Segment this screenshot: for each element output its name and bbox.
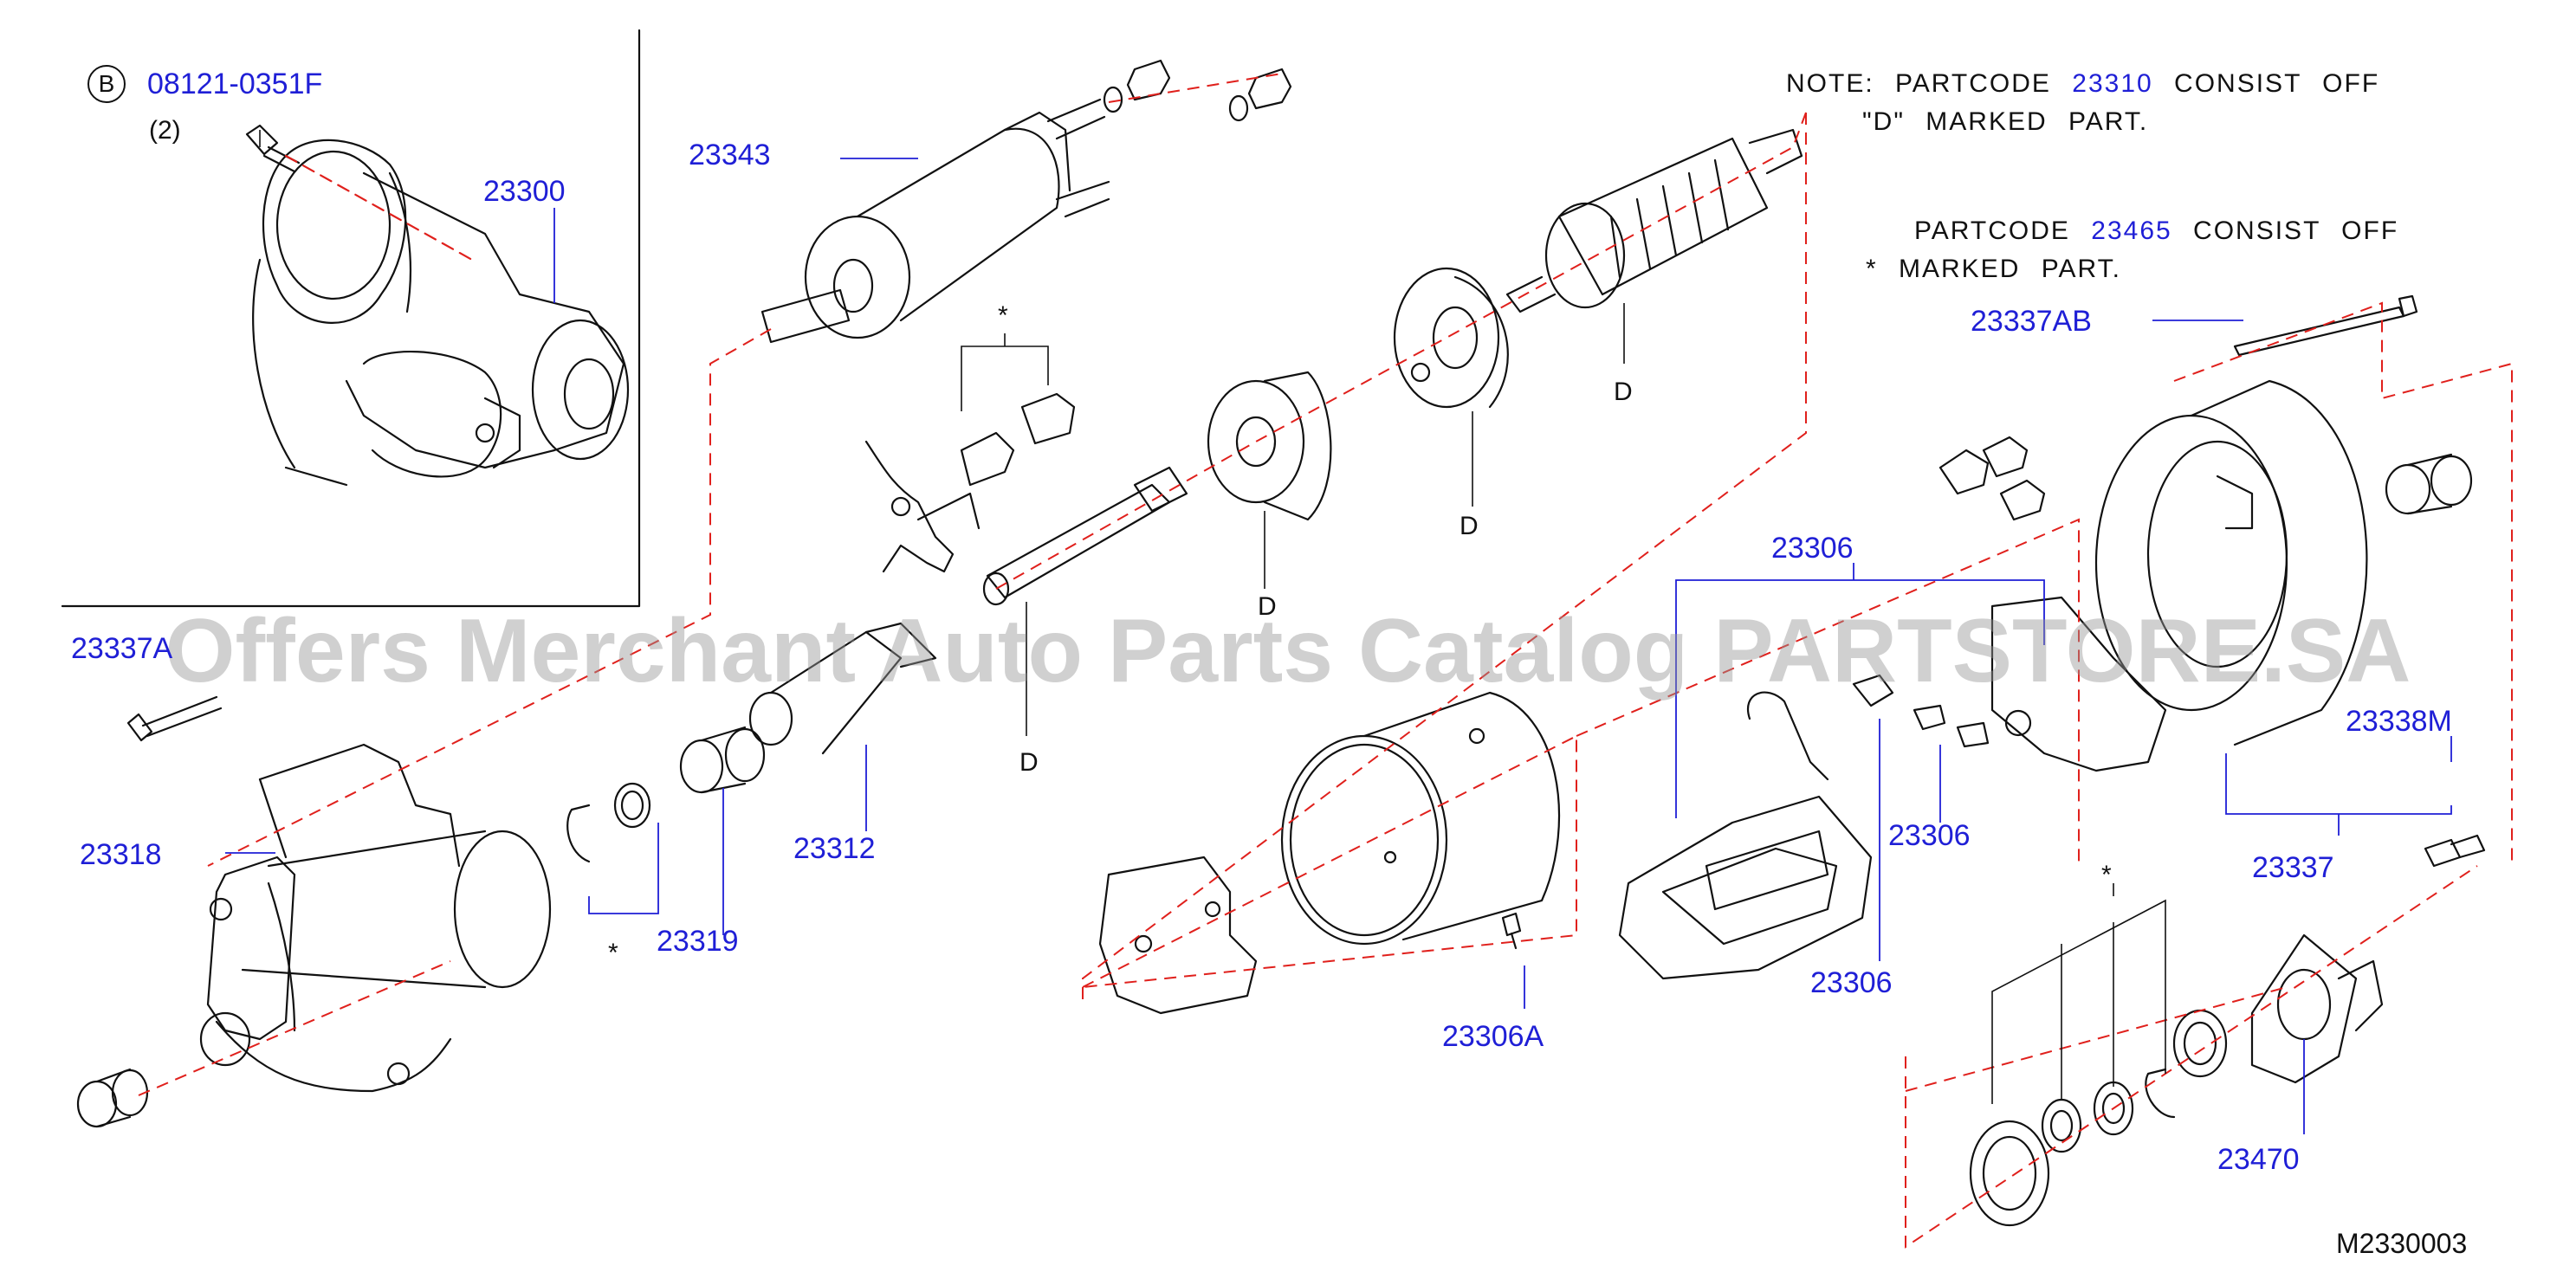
nut-washer-top-right[interactable] xyxy=(1230,69,1291,120)
label-23337A[interactable]: 23337A xyxy=(71,632,173,665)
label-23300[interactable]: 23300 xyxy=(483,175,566,208)
bolt-ref-circle: B xyxy=(87,65,126,103)
washer-c[interactable] xyxy=(1971,1121,2049,1225)
dash-inset xyxy=(286,156,472,260)
note-line-3-prefix: PARTCODE xyxy=(1914,216,2070,245)
bushing-left[interactable] xyxy=(78,1069,147,1127)
note-line-2: "D" MARKED PART. xyxy=(1862,107,2149,136)
d-mark-pulley: D xyxy=(1258,592,1277,621)
note-line-3: PARTCODE 23465 CONSIST OFF xyxy=(1914,218,2398,244)
label-23318[interactable]: 23318 xyxy=(80,838,162,871)
field-frame[interactable] xyxy=(1100,857,1256,1013)
black-leaders xyxy=(260,130,2165,1104)
label-23306-low[interactable]: 23306 xyxy=(1810,966,1893,999)
clutch-pulley-d1[interactable] xyxy=(1208,372,1330,520)
brush-set[interactable] xyxy=(1940,437,2044,520)
bolt-23337A[interactable] xyxy=(128,697,221,740)
bushing-23338M[interactable] xyxy=(2386,455,2471,513)
washer-b[interactable] xyxy=(2042,1100,2081,1152)
bolt-ref-code-label[interactable]: 08121-0351F xyxy=(147,68,323,100)
through-bolt-23337AB[interactable] xyxy=(2235,296,2417,355)
label-23306-mid[interactable]: 23306 xyxy=(1888,819,1971,852)
gear-housing-23318[interactable] xyxy=(201,745,550,1091)
d-mark-shaft: D xyxy=(1019,748,1039,777)
screw-right[interactable] xyxy=(2425,836,2484,866)
leader-lines xyxy=(225,158,2451,1134)
washer-thrust[interactable] xyxy=(2174,1011,2226,1076)
clip-pair[interactable] xyxy=(961,394,1074,485)
solenoid-23343[interactable] xyxy=(762,100,1109,342)
label-23343[interactable]: 23343 xyxy=(689,139,771,171)
label-23312[interactable]: 23312 xyxy=(793,832,876,865)
star-mark-clips: * xyxy=(998,301,1008,330)
note-line-4: * MARKED PART. xyxy=(1866,255,2121,283)
brush-holder-23306[interactable] xyxy=(1620,693,1871,978)
diagram-code: M2330003 xyxy=(2336,1228,2468,1259)
label-23306-top[interactable]: 23306 xyxy=(1771,532,1854,565)
d-mark-retainer: D xyxy=(1460,512,1479,540)
brush-plate[interactable] xyxy=(1992,597,2165,771)
snap-ring-left[interactable] xyxy=(567,805,589,862)
rear-cover-23337[interactable] xyxy=(2096,381,2366,745)
label-23470[interactable]: 23470 xyxy=(2217,1143,2300,1176)
retainer-d2[interactable] xyxy=(1395,268,1508,407)
label-23319[interactable]: 23319 xyxy=(657,925,739,958)
bolt-08121-0351F[interactable] xyxy=(247,126,299,171)
ring-23319[interactable] xyxy=(615,784,650,827)
pinion-sleeve[interactable] xyxy=(681,727,764,792)
screw-23306A[interactable] xyxy=(1503,914,1520,948)
label-23337AB[interactable]: 23337AB xyxy=(1971,305,2092,338)
bearing-cover-23470[interactable] xyxy=(2252,935,2382,1082)
note-partcode-23465[interactable]: 23465 xyxy=(2091,216,2172,245)
pinion-clutch-23312[interactable] xyxy=(750,623,935,753)
label-23338M[interactable]: 23338M xyxy=(2346,705,2452,738)
starter-assembly-23300[interactable] xyxy=(253,140,628,485)
assembly-dash-lines xyxy=(139,74,2512,1247)
label-23306A[interactable]: 23306A xyxy=(1442,1020,1544,1053)
d-mark-armature: D xyxy=(1614,378,1633,406)
note-line-1: NOTE: PARTCODE 23310 CONSIST OFF xyxy=(1786,71,2379,97)
yoke[interactable] xyxy=(1282,693,1559,944)
nut-washer-top-left[interactable] xyxy=(1104,61,1169,112)
drive-shaft[interactable] xyxy=(984,468,1187,604)
bolt-ref-qty: (2) xyxy=(149,116,181,145)
label-23337[interactable]: 23337 xyxy=(2252,851,2334,884)
note-line-3-suffix: CONSIST OFF xyxy=(2193,216,2399,245)
armature-d3[interactable] xyxy=(1507,130,1802,312)
note-line-1-suffix: CONSIST OFF xyxy=(2174,69,2380,98)
e-clip[interactable] xyxy=(2146,1069,2174,1117)
note-partcode-23310[interactable]: 23310 xyxy=(2072,69,2153,98)
star-mark-washers: * xyxy=(2101,861,2112,889)
shift-lever[interactable] xyxy=(866,442,979,571)
star-mark-snap-ring: * xyxy=(608,939,618,967)
brush-clip-small[interactable] xyxy=(1854,675,1988,746)
inset-border xyxy=(62,30,639,606)
note-line-1-prefix: NOTE: PARTCODE xyxy=(1786,69,2051,98)
